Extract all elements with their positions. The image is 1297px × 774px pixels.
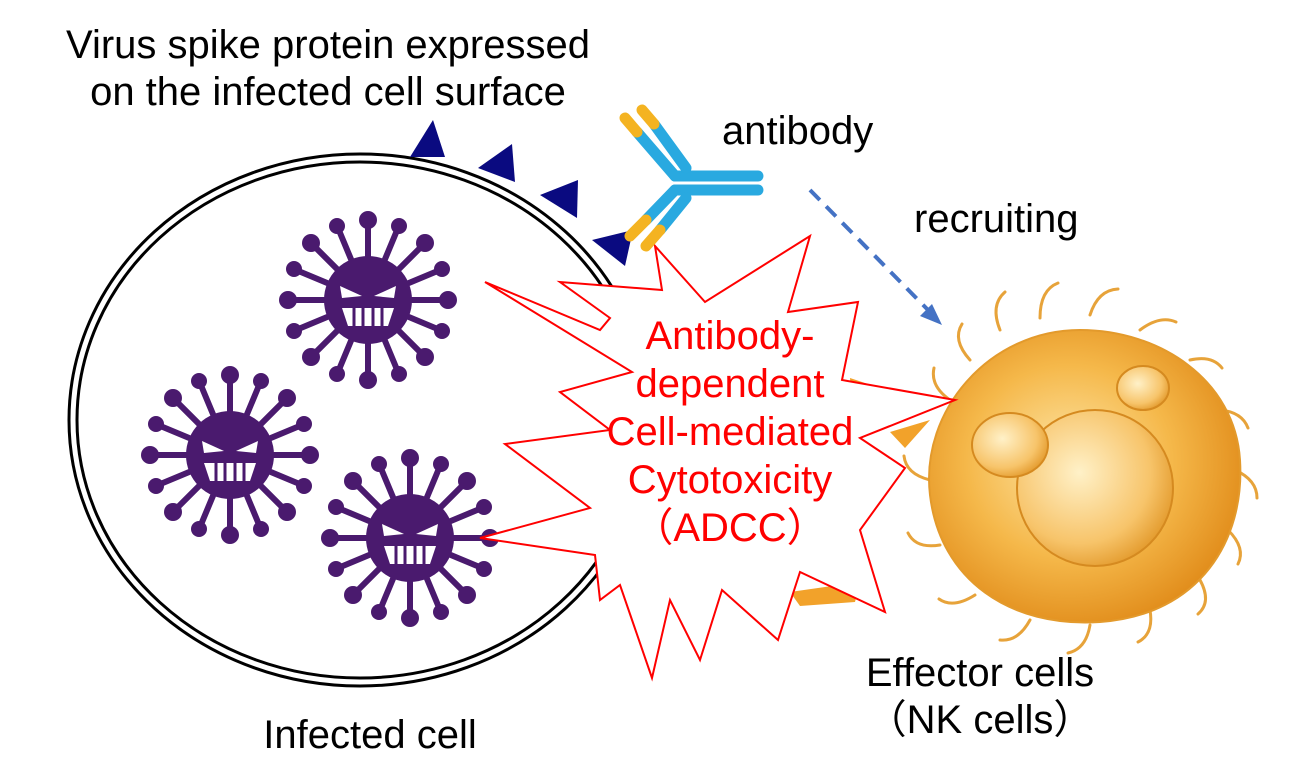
adcc-line: dependent [635,362,825,406]
adcc-line: Cytotoxicity [627,458,833,502]
nk-cell-icon [902,281,1259,655]
adcc-label: Antibody- dependent Cell-mediated Cytoto… [560,312,900,552]
adcc-line: Cell-mediated [606,410,854,454]
virus-icon [321,449,499,627]
spike-label-line2: on the infected cell surface [90,70,566,115]
recruiting-arrow [808,188,942,325]
antibody-icon [619,104,764,252]
adcc-burst [479,233,959,682]
spike-protein-label: Virus spike protein expressed on the inf… [18,22,638,116]
adcc-line: （ADCC） [633,506,827,550]
spike-label-line1: Virus spike protein expressed [66,23,590,67]
effector-label-line2: （NK cells） [866,698,1094,743]
virus-icon [141,366,319,544]
effector-label-line1: Effector cells [865,651,1095,695]
adcc-line: Antibody- [645,314,815,358]
spike-icon [410,120,633,266]
recruiting-label: recruiting [914,197,1079,241]
effector-cells-label: Effector cells （NK cells） [820,650,1140,744]
antibody-label: antibody [722,109,874,153]
virus-icon [279,211,457,389]
infected-cell-label: Infected cell [263,713,477,757]
